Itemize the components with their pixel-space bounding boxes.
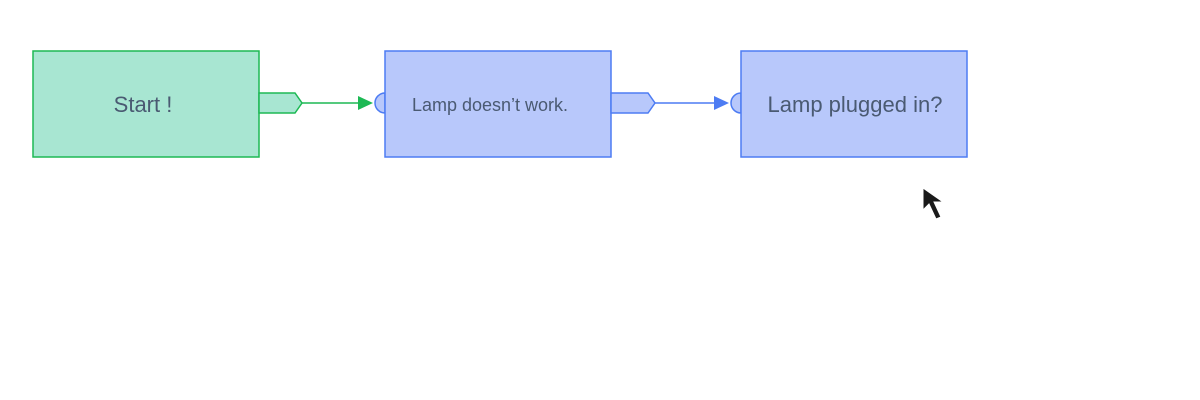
node-start[interactable]: Start ! (32, 50, 260, 158)
edge-lamp-doesnt-work-arrowhead-icon (714, 96, 729, 110)
node-start-label: Start ! (114, 92, 173, 117)
edge-lamp-doesnt-work-to-lamp-plugged-in[interactable] (655, 96, 729, 110)
node-start-output-port[interactable] (258, 92, 303, 114)
edge-start-arrowhead-icon (358, 96, 373, 110)
node-lamp-plugged-in-box[interactable] (740, 50, 968, 158)
node-lamp-doesnt-work-input-port[interactable] (374, 92, 386, 114)
node-lamp-plugged-in[interactable]: Lamp plugged in? (740, 50, 968, 158)
node-lamp-doesnt-work-output-port[interactable] (610, 92, 656, 114)
node-lamp-doesnt-work[interactable]: Lamp doesn’t work. (384, 50, 612, 158)
node-lamp-plugged-in-input-port[interactable] (730, 92, 742, 114)
node-start-box[interactable] (32, 50, 260, 158)
mouse-pointer-icon (922, 187, 945, 220)
edge-start-to-lamp-doesnt-work[interactable] (302, 96, 373, 110)
node-lamp-doesnt-work-box[interactable] (384, 50, 612, 158)
node-lamp-plugged-in-label: Lamp plugged in? (768, 92, 943, 117)
node-lamp-doesnt-work-label: Lamp doesn’t work. (412, 95, 568, 115)
